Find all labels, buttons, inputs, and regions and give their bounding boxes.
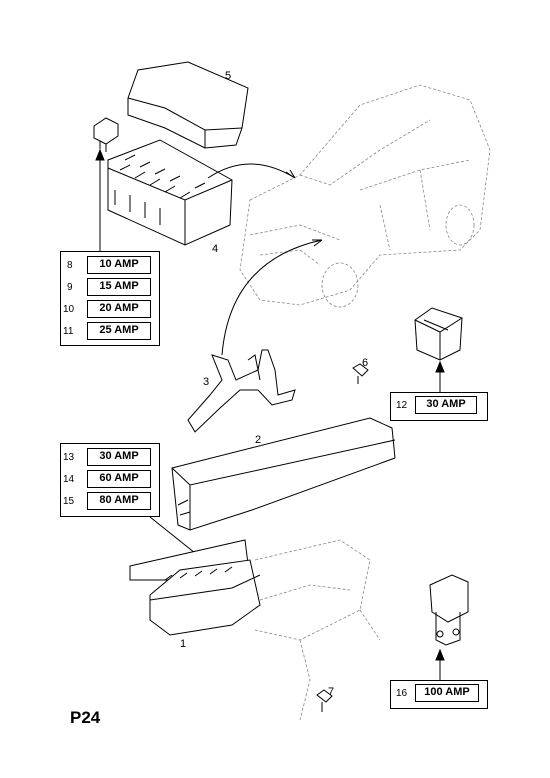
fuse-label-13: 30 AMP [87,448,151,466]
vehicle-outline [239,84,491,308]
callout-5: 5 [225,70,232,82]
bolt-7 [316,689,333,712]
callout-7: 7 [328,686,335,698]
main-cover [171,417,396,531]
fuse-num-11: 11 [63,326,74,337]
callout-3: 3 [203,376,210,388]
fuse-label-14: 60 AMP [87,470,151,488]
fuse-num-15: 15 [63,496,75,507]
bracket [187,349,296,433]
fuse-box-cover [127,61,249,149]
fuse-block [107,139,233,246]
bolt-6 [352,363,369,384]
fuse-box-base [129,539,261,636]
fuse-num-13: 13 [63,452,75,463]
callout-4: 4 [212,243,219,255]
fuse-label-8: 10 AMP [87,256,151,274]
relay-12 [414,307,463,361]
callout-6: 6 [362,357,369,369]
callout-2: 2 [255,434,262,446]
fuse-num-16: 16 [396,688,408,699]
arrow-to-vehicle-bottom [221,239,323,356]
fuse-label-16: 100 AMP [415,684,479,702]
fuse-num-10: 10 [63,304,75,315]
fuse-num-8: 8 [67,260,73,271]
maxi-fuse-16 [429,574,469,646]
blade-fuse [93,117,119,152]
wiring-background [254,539,381,721]
fuse-num-12: 12 [396,400,408,411]
fuse-label-10: 20 AMP [87,300,151,318]
fuse-label-9: 15 AMP [87,278,151,296]
page-reference: P24 [70,708,101,727]
callout-1: 1 [180,638,187,650]
fuse-label-12: 30 AMP [415,396,477,414]
fuse-label-15: 80 AMP [87,492,151,510]
fuse-label-11: 25 AMP [87,322,151,340]
fuse-num-14: 14 [63,474,75,485]
fuse-num-9: 9 [67,282,73,293]
arrow-to-vehicle-top [207,163,296,179]
